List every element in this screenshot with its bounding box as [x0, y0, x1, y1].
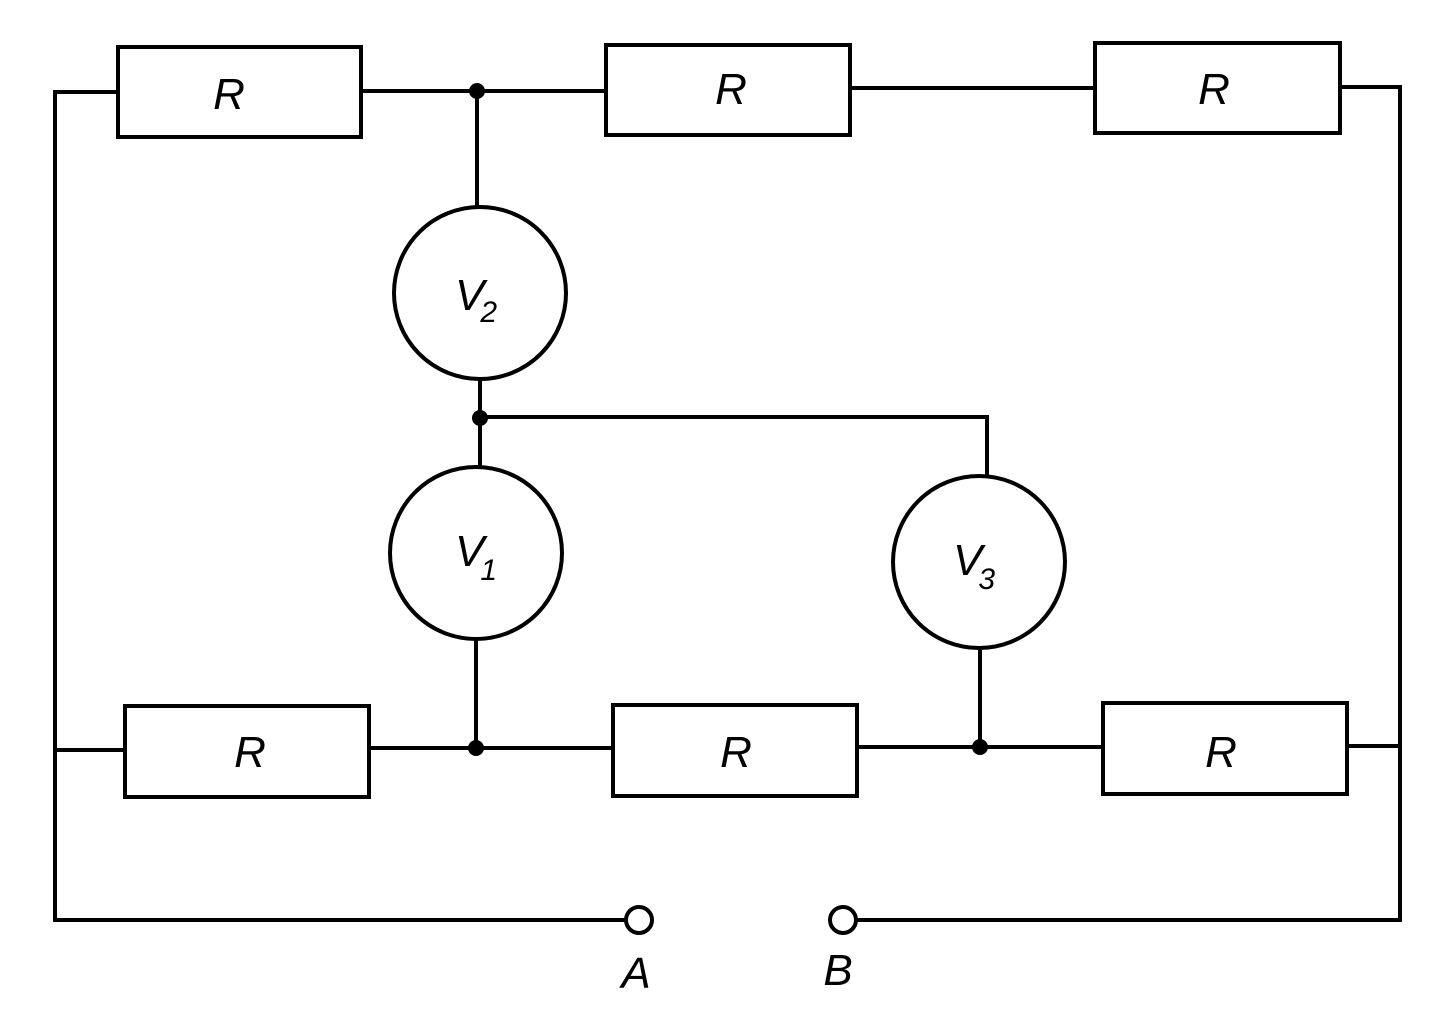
right-rail-wire: [856, 85, 1402, 922]
resistor-top-left: R: [116, 45, 363, 139]
voltmeter-v3-label: V3: [953, 536, 995, 596]
resistor-bottom-left-label: R: [234, 728, 266, 777]
middle-node-to-v3-wire: [478, 415, 989, 482]
left-rail-wire: [53, 90, 627, 922]
voltmeter-v1: V1: [388, 465, 564, 641]
voltmeter-v2-label: V2: [455, 271, 497, 329]
resistor-bottom-right-label: R: [1205, 728, 1237, 777]
resistor-top-middle: R: [604, 43, 852, 137]
resistor-top-left-label: R: [213, 70, 245, 119]
resistor-top-middle-label: R: [715, 65, 747, 114]
junctions: [468, 83, 988, 756]
resistor-bottom-left: R: [123, 704, 371, 799]
junction-top: [469, 83, 485, 99]
junction-bottom-right: [972, 739, 988, 755]
resistor-bottom-middle-label: R: [720, 728, 752, 777]
resistor-top-right: R: [1093, 41, 1342, 135]
junction-middle: [472, 410, 488, 426]
terminal-b-label: B: [823, 946, 852, 995]
terminal-b: B: [823, 905, 858, 995]
voltmeter-v1-label: V1: [455, 527, 497, 587]
voltmeter-v2: V2: [392, 205, 568, 381]
resistor-bottom-middle: R: [611, 703, 859, 798]
terminal-a: A: [618, 905, 654, 998]
terminal-a-label: A: [618, 949, 650, 998]
resistor-bottom-right: R: [1101, 701, 1349, 796]
voltmeter-v3: V3: [891, 474, 1067, 650]
junction-bottom-left: [468, 740, 484, 756]
resistor-top-right-label: R: [1198, 65, 1230, 114]
